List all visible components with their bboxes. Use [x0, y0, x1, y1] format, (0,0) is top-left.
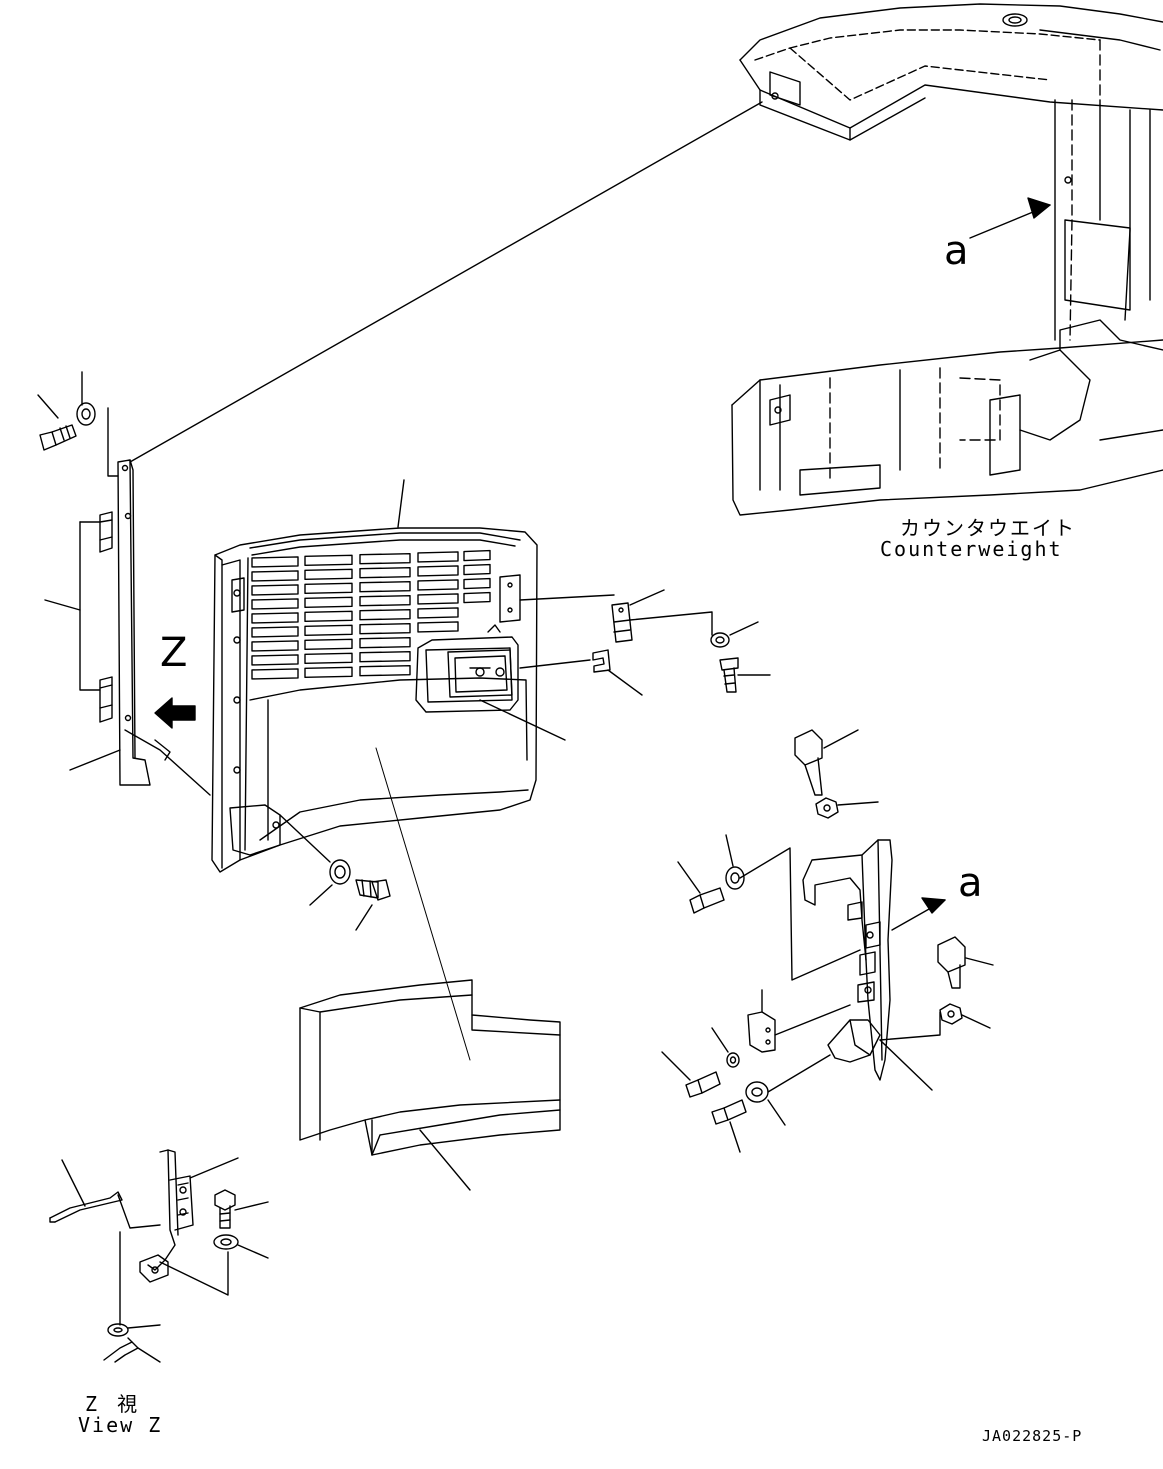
grille-slot: [252, 557, 298, 567]
rubber-stopper-right: [938, 937, 993, 988]
bolt-top-left: [40, 425, 76, 450]
grille-slot: [464, 579, 490, 589]
grille-slot: [418, 608, 458, 618]
left-bracket: [38, 372, 210, 795]
view-z-detail: [50, 1150, 238, 1325]
drawing-code: JA022825-P: [982, 1427, 1083, 1445]
washer-lower-right: [746, 1055, 830, 1125]
right-support-bracket: [740, 840, 945, 1090]
small-washer-view-z: [108, 1324, 160, 1336]
washer-cover-lower: [280, 815, 350, 905]
grille-slot: [360, 652, 410, 662]
grille-slot: [252, 641, 298, 651]
grille-slot: [360, 554, 410, 564]
nut-top: [816, 798, 878, 818]
grille-slot: [418, 566, 458, 576]
grille-slot: [305, 667, 352, 677]
cotter-pin: [104, 1338, 160, 1362]
washer-top-left: [77, 403, 95, 425]
clip: [520, 650, 642, 695]
grille-slot: [360, 568, 410, 578]
grille-slot: [464, 593, 490, 603]
small-washer-right: [711, 622, 758, 647]
grille-slot: [418, 580, 458, 590]
rubber-stopper-top: [795, 730, 858, 795]
small-washer-lower-right: [712, 1028, 739, 1067]
grille-slot: [252, 599, 298, 609]
grille-slot: [305, 653, 352, 663]
grille-slot: [252, 627, 298, 637]
grille-slot: [305, 639, 352, 649]
bolt-view-z: [215, 1190, 268, 1228]
bolt-lower-right-1: [662, 1052, 720, 1097]
grille-slot: [252, 571, 298, 581]
view-z-arrow: [155, 698, 195, 728]
grille-slot: [464, 551, 490, 561]
clip-plate-right: [748, 990, 850, 1052]
grille-slot: [360, 638, 410, 648]
grille-slot: [418, 622, 458, 632]
grille-slot: [305, 597, 352, 607]
bolt-lower-right-2: [712, 1100, 746, 1152]
leader-bracket-to-counterweight: [130, 102, 762, 462]
grille-slot: [252, 613, 298, 623]
grille-slot: [252, 655, 298, 665]
view-z-label-ja: Z 視: [85, 1392, 142, 1416]
view-z-label-en: View Z: [78, 1413, 163, 1437]
marker-z: Z: [160, 630, 188, 676]
grille-slot: [360, 582, 410, 592]
insulation-pad: [300, 980, 560, 1190]
marker-a-counterweight: a: [944, 228, 969, 274]
grille-slot: [418, 552, 458, 562]
washer-view-z: [214, 1235, 268, 1258]
counterweight-label-en: Counterweight: [880, 537, 1063, 561]
marker-a-bracket: a: [958, 860, 983, 906]
bolt-cover-lower: [356, 880, 390, 930]
grille-slot: [360, 596, 410, 606]
striker-plate: [520, 590, 712, 642]
bolt-mid-right: [678, 862, 724, 913]
engine-cover-door: [212, 528, 565, 1060]
grille-slot: [360, 666, 410, 676]
grille-slot: [418, 594, 458, 604]
grille-slot: [305, 625, 352, 635]
bolt-right-vertical: [720, 658, 770, 692]
grille-slot: [252, 669, 298, 679]
grille-slot: [305, 555, 352, 565]
counterweight: [732, 4, 1163, 515]
washer-mid-right: [726, 835, 744, 889]
grille-slot: [360, 624, 410, 634]
counterweight-label-ja: カウンタウエイト: [900, 516, 1076, 540]
grille-slot: [360, 610, 410, 620]
nut-right: [940, 1004, 990, 1028]
grille-slot: [305, 611, 352, 621]
cover-grille: [252, 551, 490, 679]
grille-slot: [305, 569, 352, 579]
grille-slot: [305, 583, 352, 593]
grille-slot: [252, 585, 298, 595]
leader-cover-top: [398, 480, 404, 527]
grille-slot: [464, 565, 490, 575]
